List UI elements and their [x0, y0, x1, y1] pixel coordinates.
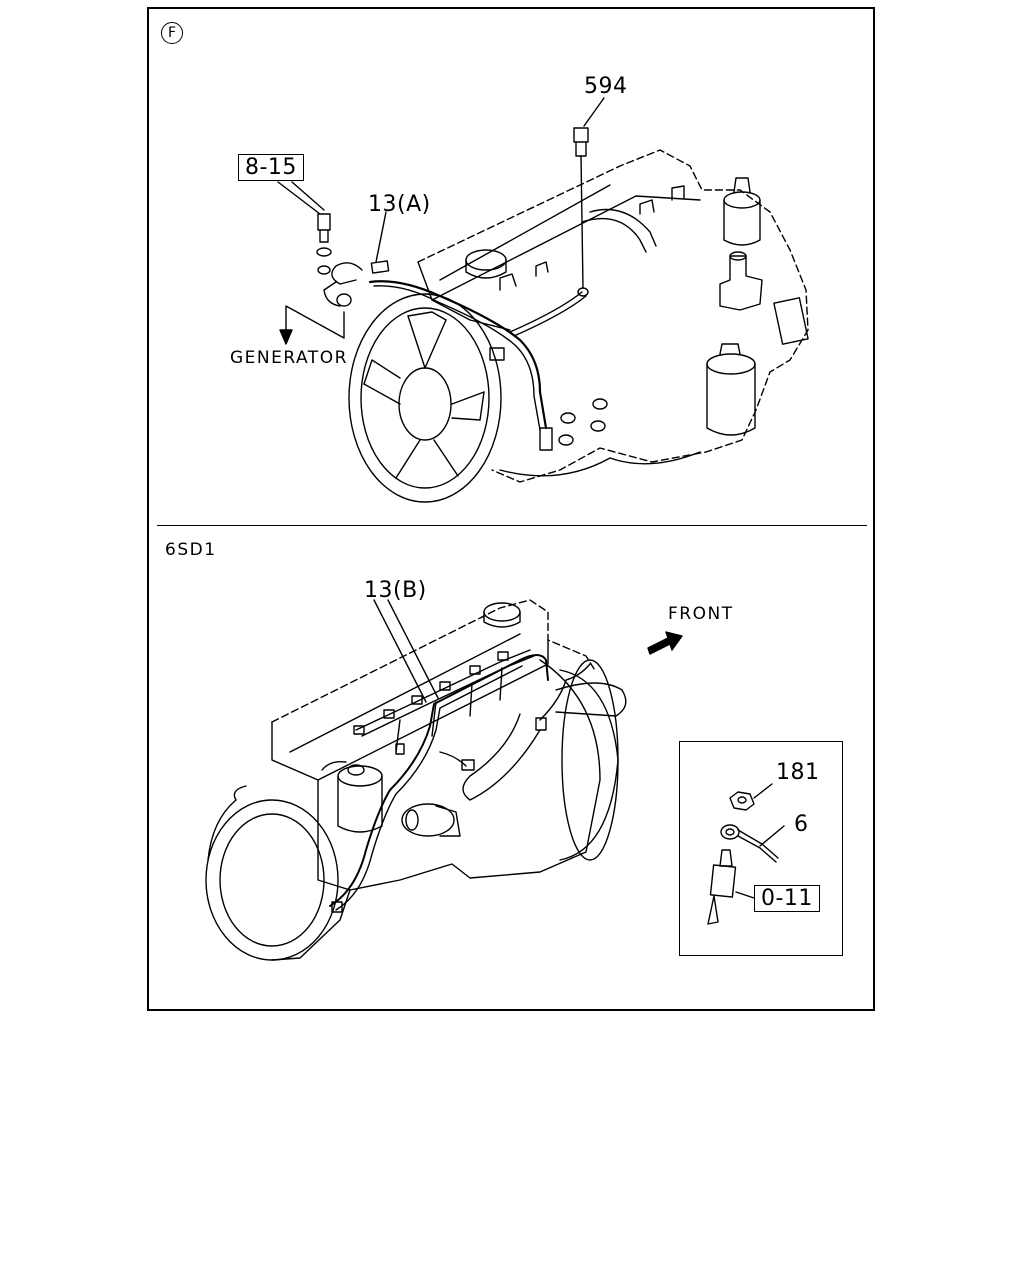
label-594: 594: [584, 74, 628, 99]
inset-parts-drawing: [707, 783, 785, 925]
top-leader-lines: [277, 97, 605, 345]
label-generator: GENERATOR: [230, 348, 348, 368]
label-6: 6: [794, 812, 809, 837]
view-marker-f: F: [161, 22, 183, 44]
section-divider: [157, 525, 867, 526]
label-13a: 13(A): [368, 192, 431, 217]
top-engine-drawing: [316, 127, 809, 503]
label-13b: 13(B): [364, 578, 427, 603]
label-engine-model: 6SD1: [165, 540, 217, 560]
label-0-11: 0-11: [754, 885, 820, 912]
glow-plug-inset: [679, 741, 843, 956]
bottom-leader-lines: [373, 599, 683, 703]
label-181: 181: [776, 760, 820, 785]
bottom-engine-drawing: [205, 599, 627, 961]
diagram-frame: [147, 7, 875, 1011]
label-front: FRONT: [668, 604, 734, 624]
label-8-15: 8-15: [238, 154, 304, 181]
